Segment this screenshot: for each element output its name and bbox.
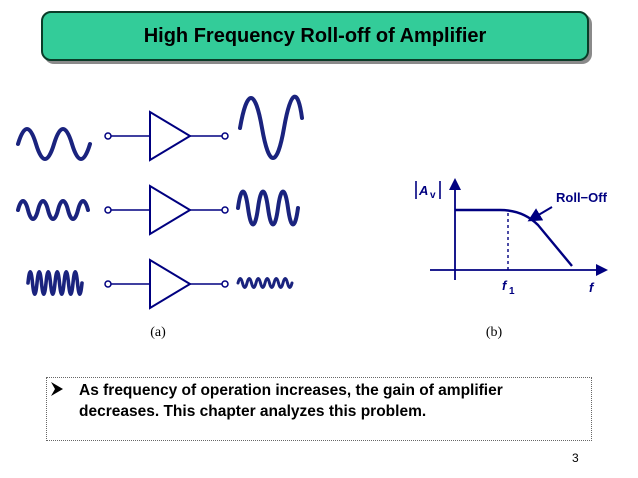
- amplifier-row-2: [16, 184, 300, 236]
- input-node: [104, 132, 112, 140]
- amplifier-row-3: [26, 258, 294, 310]
- caption-a: (a): [150, 325, 166, 340]
- bode-plot: A v Roll−Off f 1 f: [415, 178, 608, 297]
- slide-title: High Frequency Roll-off of Amplifier: [143, 24, 487, 47]
- cutoff-label-subscript: 1: [509, 286, 515, 297]
- input-wave-low: [16, 127, 92, 161]
- x-axis-label: f: [589, 280, 595, 295]
- input-wave-high: [26, 269, 84, 297]
- x-axis-arrowhead: [596, 264, 608, 276]
- arrow-bullet-icon: [51, 382, 63, 396]
- amplifier-triangle: [149, 110, 192, 162]
- amplifier-row-1: [16, 94, 304, 162]
- output-wave-low: [238, 94, 304, 160]
- input-node: [104, 280, 112, 288]
- page-number: 3: [572, 451, 579, 465]
- output-node: [221, 206, 229, 214]
- bullet-box: As frequency of operation increases, the…: [46, 377, 592, 441]
- slide-title-box: High Frequency Roll-off of Amplifier: [41, 11, 589, 61]
- caption-b: (b): [486, 325, 503, 340]
- bullet-text: As frequency of operation increases, the…: [79, 382, 503, 420]
- amplifier-triangle: [149, 184, 192, 236]
- output-wave-high: [236, 277, 294, 289]
- input-wave-mid: [16, 199, 90, 221]
- output-wave-mid: [236, 189, 300, 227]
- rolloff-label: Roll−Off: [556, 190, 608, 205]
- gain-curve: [455, 208, 573, 267]
- input-node: [104, 206, 112, 214]
- y-axis-arrowhead: [449, 178, 461, 190]
- y-axis-label: A: [418, 183, 428, 198]
- output-node: [221, 132, 229, 140]
- output-node: [221, 280, 229, 288]
- y-axis-label-subscript: v: [430, 190, 436, 201]
- cutoff-label: f: [502, 278, 508, 293]
- amplifier-triangle: [149, 258, 192, 310]
- rolloff-arrow: [527, 206, 553, 222]
